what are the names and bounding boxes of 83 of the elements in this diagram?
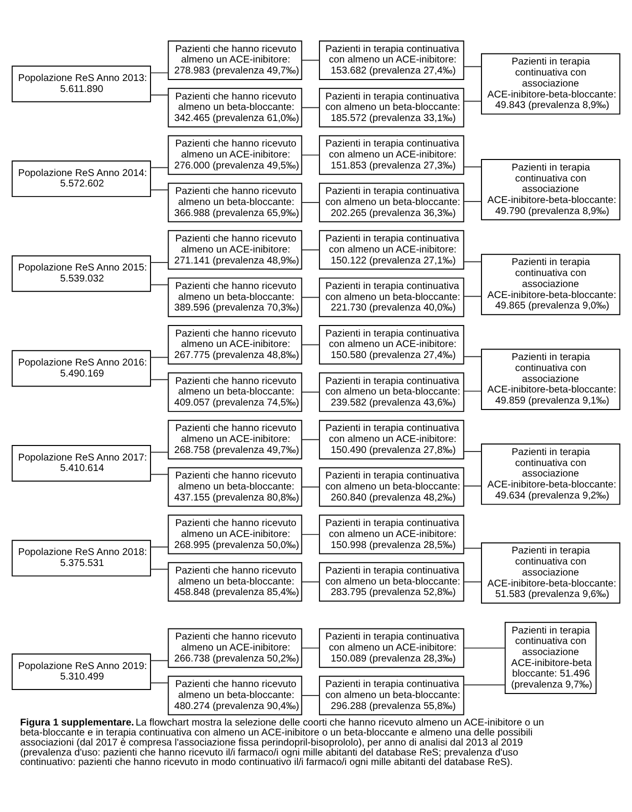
node-box: Pazienti in terapia continuativa con associazione ACE-inibitore-beta-bloccante: 49.859 (prevalenza 9,1‰) [481,348,620,410]
node-box: Pazienti in terapia continuativa con almeno un ACE-inibitore: 150.998 (prevalenza 28,5‰) [318,514,464,554]
node-box: Popolazione ReS Anno 2017: 5.410.614 [12,444,151,482]
connector [464,684,506,685]
connector [301,533,320,534]
node-box: Pazienti in terapia continuativa con associazione ACE-inibitore-beta-bloccante: 51.583 (prevalenza 9,6‰) [481,542,620,604]
node-box: Popolazione ReS Anno 2015: 5.539.032 [12,254,151,292]
connector [301,106,320,108]
node-box: Pazienti che hanno ricevuto almeno un ACE-inibitore: 271.141 (prevalenza 48,9‰) [168,230,302,270]
node-box: Pazienti in terapia continuativa con almeno un beta-bloccante: 260.840 (prevalenza 48,2‰) [318,466,464,506]
node-box: Pazienti che hanno ricevuto almeno un beta-bloccante: 458.848 (prevalenza 85,4‰) [168,562,302,602]
node-box: Pazienti che hanno ricevuto almeno un ACE-inibitore: 278.983 (prevalenza 49,7‰) [168,40,302,80]
connector [150,660,169,661]
node-box: Pazienti in terapia continuativa con almeno un ACE-inibitore: 150.490 (prevalenza 27,8‰) [318,419,464,459]
node-box: Popolazione ReS Anno 2013: 5.611.890 [12,65,151,102]
connector [464,647,506,648]
connector [464,200,482,202]
node-box: Pazienti che hanno ricevuto almeno un beta-bloccante: 389.596 (prevalenza 70,3‰) [168,277,302,317]
connector [150,451,169,452]
connector [464,485,482,486]
connector [464,260,482,262]
connector [464,356,482,357]
node-box: Pazienti in terapia continuativa con associazione ACE-inibitore-beta-bloccante: 49.843 (prevalenza 8,9‰) [481,52,620,114]
node-box: Pazienti che hanno ricevuto almeno un beta-bloccante: 480.274 (prevalenza 90,4‰) [168,675,302,715]
node-box: Popolazione ReS Anno 2014: 5.572.602 [12,160,151,197]
connector [464,547,482,548]
connector [301,154,320,156]
node-box: Popolazione ReS Anno 2016: 5.490.169 [12,350,151,386]
node-box: Popolazione ReS Anno 2019: 5.310.499 [12,653,151,690]
connector [464,166,482,167]
connector [150,546,169,548]
connector [150,473,169,474]
connector [464,100,482,102]
connector [301,438,320,440]
node-box: Pazienti che hanno ricevuto almeno un ACE-inibitore: 266.738 (prevalenza 50,2‰) [168,628,302,668]
connector [464,390,482,392]
connector [301,694,320,696]
node-box: Pazienti in terapia continuativa con almeno un ACE-inibitore: 150.089 (prevalenza 28,3‰) [318,628,464,668]
connector [301,59,320,60]
node-box: Pazienti che hanno ricevuto almeno un ACE-inibitore: 268.758 (prevalenza 49,7‰) [168,419,302,459]
connector [150,284,169,285]
connector [301,344,320,345]
node-box: Pazienti in terapia continuativa con almeno un beta-bloccante: 296.288 (prevalenza 55,8‰) [318,675,464,715]
node-box: Pazienti che hanno ricevuto almeno un ACE-inibitore: 268.995 (prevalenza 50,0‰) [168,514,302,554]
node-box: Pazienti che hanno ricevuto almeno un beta-bloccante: 437.155 (prevalenza 80,8‰) [168,466,302,506]
node-box: Pazienti in terapia continuativa con almeno un beta-bloccante: 239.582 (prevalenza 43,6‰) [318,372,464,412]
connector [301,248,320,250]
connector [464,580,482,582]
node-box: Pazienti in terapia continuativa con almeno un ACE-inibitore: 150.580 (prevalenza 27,4‰) [318,324,464,364]
node-box: Pazienti che hanno ricevuto almeno un ACE-inibitore: 276.000 (prevalenza 49,5‰) [168,134,302,174]
connector [150,378,169,380]
node-box: Pazienti in terapia continuativa con almeno un ACE-inibitore: 153.682 (prevalenza 27,4‰) [318,40,464,80]
node-box: Pazienti in terapia continuativa con almeno un beta-bloccante: 185.572 (prevalenza 33,1‰) [318,87,464,127]
node-box: Pazienti che hanno ricevuto almeno un beta-bloccante: 409.057 (prevalenza 74,5‰) [168,372,302,412]
node-box: Pazienti in terapia continuativa con almeno un beta-bloccante: 283.795 (prevalenza 52,8‰) [318,562,464,602]
connector [150,682,169,683]
connector [301,296,320,298]
connector [301,580,320,582]
node-box: Pazienti in terapia continuativa con almeno un ACE-inibitore: 151.853 (prevalenza 27,3‰) [318,134,464,174]
node-box: Pazienti che hanno ricevuto almeno un ACE-inibitore: 267.775 (prevalenza 48,8‰) [168,324,302,364]
node-box: Pazienti in terapia continuativa con associazione ACE-inibitore-beta-bloccante: 49.790 (prevalenza 8,9‰) [481,158,620,220]
connector [464,450,482,452]
node-box: Pazienti che hanno ricevuto almeno un beta-bloccante: 342.465 (prevalenza 61,0‰) [168,87,302,127]
node-box: Pazienti che hanno ricevuto almeno un beta-bloccante: 366.988 (prevalenza 65,9‰) [168,182,302,222]
node-box: Pazienti in terapia continuativa con associazione ACE-inibitore-beta bloccante: 51.496 (prevalenza 9,7‰) [504,621,597,694]
connector [150,72,169,73]
connector [301,647,320,648]
connector [150,568,169,570]
caption: Figura 1 supplementare. La flowchart mostra la selezione delle coorti che hanno ricevuto almeno un ACE-inibitore o un beta-bloccante e in terapia continuativa con almeno un ACE-inibitore o un beta-bloccante e almeno una delle possibili associazioni (dal 2017 è compresa l'associazione fissa perindopril-bisoprololo), per anno di analisi dal 2013 al 2019 (prevalenza d'uso: pazienti che hanno ricevuto il/i farmaco/i ogni mille abitanti del database ReS; prevalenza d'uso continuativo: pazienti che hanno ricevuto in modo continuativo il/i farmaco/i ogni mille abitanti del database ReS). [20,717,544,768]
connector [150,188,169,190]
connector [150,166,169,168]
node-box: Pazienti in terapia continuativa con almeno un beta-bloccante: 202.265 (prevalenza 36,3‰) [318,182,464,222]
connector [150,94,169,96]
connector [150,356,169,358]
connector [301,486,320,488]
connector [464,66,482,67]
node-box: Pazienti in terapia continuativa con associazione ACE-inibitore-beta-bloccante: 49.865 (prevalenza 9,0‰) [481,253,620,315]
connector [301,391,320,392]
node-box: Pazienti in terapia continuativa con almeno un beta-bloccante: 221.730 (prevalenza 40,0‰) [318,277,464,317]
node-box: Popolazione ReS Anno 2018: 5.375.531 [12,539,151,576]
node-box: Pazienti in terapia continuativa con associazione ACE-inibitore-beta-bloccante: 49.634 (prevalenza 9,2‰) [481,443,620,504]
node-box: Pazienti in terapia continuativa con almeno un ACE-inibitore: 150.122 (prevalenza 27,1‰) [318,230,464,270]
connector [464,295,482,296]
